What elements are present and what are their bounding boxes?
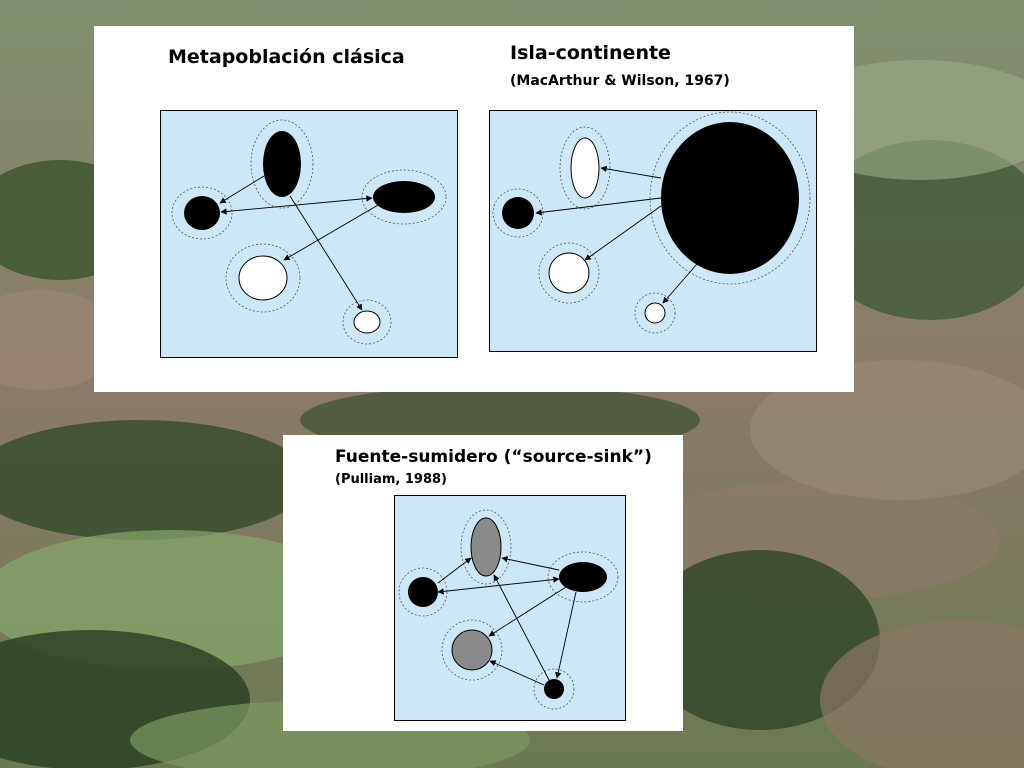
- patch-boundary: [225, 243, 301, 313]
- model-3-title: Fuente-sumidero (“source-sink”): [335, 447, 652, 467]
- patch-boundary: [547, 551, 619, 603]
- source-patch: [559, 562, 607, 592]
- patch-boundary: [559, 126, 611, 210]
- island-middle: [538, 242, 600, 304]
- patch-top: [250, 119, 314, 209]
- dispersal-arrow: [584, 205, 662, 261]
- source-patch: [408, 577, 438, 607]
- empty-patch: [238, 255, 288, 301]
- patch-boundary: [441, 619, 503, 681]
- dispersal-arrow: [437, 576, 560, 595]
- occupied-patch: [263, 131, 301, 197]
- dispersal-arrow: [220, 195, 373, 215]
- dispersal-arrow: [600, 165, 662, 179]
- empty-patch: [644, 302, 666, 324]
- empty-patch: [548, 252, 590, 294]
- empty-patch: [570, 137, 600, 199]
- dispersal-arrow: [493, 574, 550, 681]
- diagram-frame: [394, 495, 626, 721]
- sink-patch: [470, 517, 502, 577]
- occupied-patch: [502, 197, 534, 229]
- empty-patch: [353, 310, 381, 334]
- patch-boundary: [538, 242, 600, 304]
- bottom-panel: Fuente-sumidero (“source-sink”) (Pulliam…: [283, 435, 683, 731]
- patch-bottom: [342, 299, 392, 345]
- mainland-patch: [649, 111, 811, 285]
- dispersal-arrow: [535, 197, 662, 216]
- dispersal-arrow: [289, 195, 363, 311]
- model-1-title: Metapoblación clásica: [168, 46, 405, 68]
- sink-patch-middle: [441, 619, 503, 681]
- dispersal-arrow: [283, 204, 379, 261]
- sink-patch-top: [460, 509, 512, 585]
- island-left: [492, 188, 544, 238]
- diagram-classic-metapopulation: [160, 110, 458, 358]
- island-top: [559, 126, 611, 210]
- patch-boundary: [634, 292, 676, 334]
- source-patch-bottom: [533, 668, 575, 710]
- island-bottom: [634, 292, 676, 334]
- dispersal-arrow: [489, 660, 545, 686]
- occupied-patch: [373, 181, 435, 213]
- patch-middle: [225, 243, 301, 313]
- patch-boundary: [250, 119, 314, 209]
- model-3-citation: (Pulliam, 1988): [335, 472, 447, 487]
- occupied-patch: [661, 122, 799, 274]
- diagram-source-sink: [394, 495, 626, 721]
- dispersal-arrow: [488, 586, 567, 637]
- sink-patch: [451, 629, 493, 671]
- diagram-frame: [160, 110, 458, 358]
- diagram-island-mainland: [489, 110, 817, 352]
- patch-boundary: [649, 111, 811, 285]
- dispersal-arrow: [662, 263, 698, 304]
- patch-boundary: [342, 299, 392, 345]
- patch-boundary: [533, 668, 575, 710]
- model-2-title: Isla-continente: [510, 42, 671, 64]
- model-2-citation: (MacArthur & Wilson, 1967): [510, 73, 730, 89]
- source-patch: [544, 679, 564, 699]
- dispersal-arrow: [555, 591, 577, 679]
- dispersal-arrow: [501, 556, 560, 571]
- top-panel: Metapoblación clásica Isla-continente (M…: [94, 26, 854, 392]
- patch-boundary: [492, 188, 544, 238]
- source-patch-right: [547, 551, 619, 603]
- occupied-patch: [184, 196, 220, 230]
